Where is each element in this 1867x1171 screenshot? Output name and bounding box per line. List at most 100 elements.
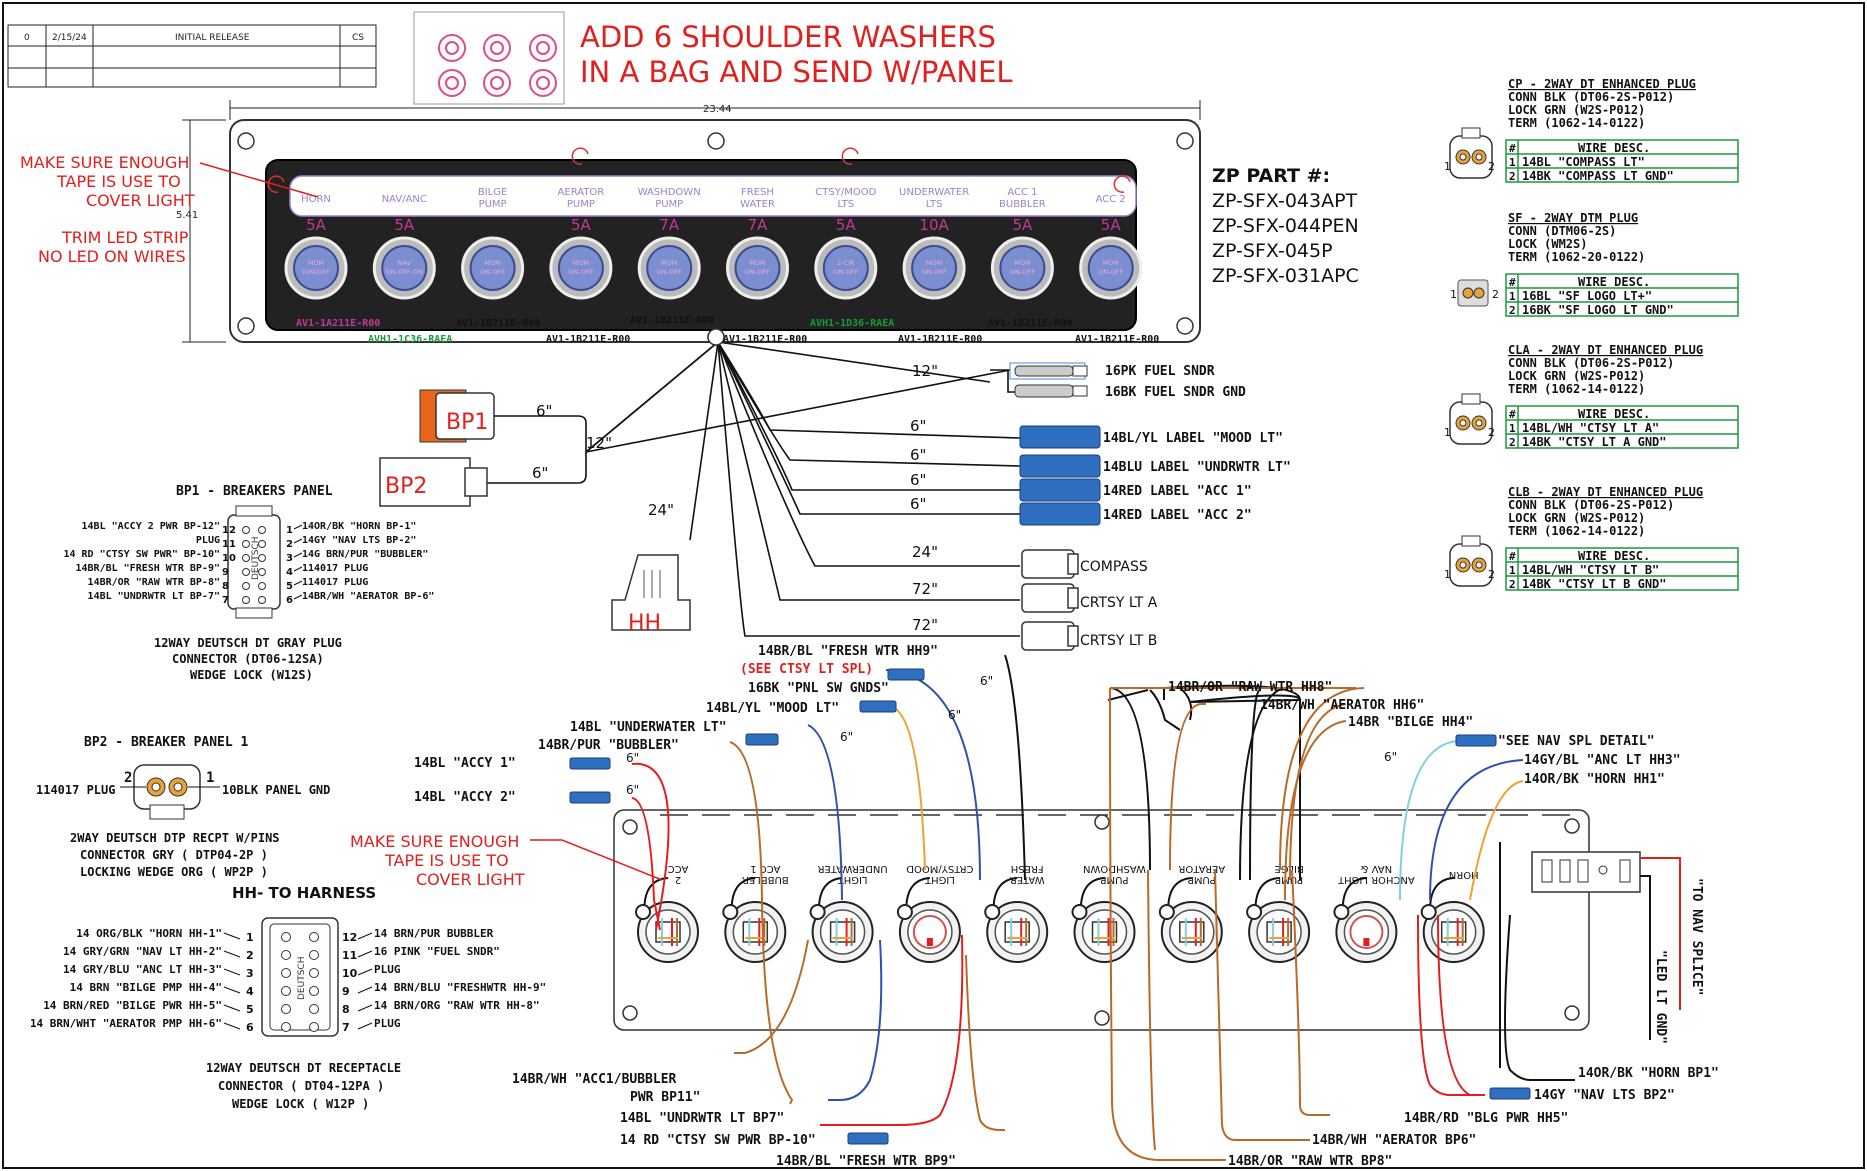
len-mood: 6": [910, 417, 926, 435]
rear-switch-label: NAV &: [1360, 863, 1392, 874]
revision-block: 0 2/15/24 INITIAL RELEASE CS: [7, 24, 377, 88]
hh-pin-number: 9: [342, 985, 350, 998]
switch-label: CTSY/MOOD: [815, 187, 876, 198]
bp2-desc-line2: CONNECTOR GRY ( DTP04-2P ): [80, 848, 268, 862]
plug-icon: [1449, 535, 1493, 587]
bp2-desc-line3: LOCKING WEDGE ORG ( WP2P ): [80, 865, 268, 879]
bp1-desc-line1: 12WAY DEUTSCH DT GRAY PLUG: [154, 636, 342, 650]
rb-fresh: 14BR/BL "FRESH WTR BP9": [776, 1154, 956, 1169]
switch-button[interactable]: [469, 245, 516, 291]
len-bp-trunk: 12": [586, 434, 612, 452]
note-trim-line1: TRIM LED STRIP: [61, 228, 189, 247]
switch-cap: MOM: [308, 259, 324, 267]
hh-connector-label: HH: [628, 611, 661, 636]
bp1-pin: [242, 568, 250, 576]
plug-icon: [1449, 127, 1493, 179]
switch-button[interactable]: [734, 245, 781, 291]
switch-cap: MOM: [573, 259, 589, 267]
bp1-pin: [258, 540, 266, 548]
hh-pin-number: 2: [246, 949, 254, 962]
out-fuel-gnd: 16BK FUEL SNDR GND: [1105, 385, 1246, 400]
plug-row-wire: 14BL/WH "CTSY LT B": [1522, 563, 1659, 577]
plug-hash: #: [1509, 408, 1516, 421]
switch-label: FRESH: [741, 187, 774, 198]
hh-desc-line2: CONNECTOR ( DT04-12PA ): [218, 1079, 384, 1093]
rev-description: INITIAL RELEASE: [175, 33, 250, 43]
plug-row-wire: 14BK "CTSY LT B GND": [1522, 577, 1667, 591]
rear-switch-label: ACC: [668, 863, 689, 874]
plug-row-pin: 2: [1509, 170, 1516, 183]
bp1-right-wire: 114017 PLUG: [302, 577, 368, 588]
hh-pin: [281, 1004, 291, 1014]
rb-aerator: 14BR/WH "AERATOR BP6": [1312, 1133, 1476, 1148]
len-bp2: 6": [532, 464, 548, 482]
switch-cap: MOM: [661, 259, 677, 267]
plug-row-wire: 14BK "COMPASS LT GND": [1522, 169, 1674, 183]
rb-raw: 14BR/OR "RAW WTR BP8": [1228, 1154, 1392, 1169]
switch-button[interactable]: [822, 245, 869, 291]
bp2-connector-label: BP2: [385, 474, 427, 499]
switch-amps: 10A: [919, 216, 949, 234]
dim-width: 23.44: [703, 104, 732, 115]
bp1-pin: [242, 596, 250, 604]
rb-ctsy: 14 RD "CTSY SW PWR BP-10": [620, 1133, 816, 1148]
plug-row-wire: 16BL "SF LOGO LT+": [1522, 289, 1652, 303]
switch-cap: 2-CIR: [837, 259, 855, 267]
rear-switch-label: 2: [675, 874, 681, 885]
switch-amps: 5A: [1012, 216, 1033, 234]
bp2-pin-r: 1: [206, 770, 214, 786]
hh-pin-number: 1: [246, 931, 254, 944]
switch-button[interactable]: [999, 245, 1046, 291]
plug-pin-number: 2: [1488, 160, 1495, 173]
rear-switch-label: ACC 1: [750, 863, 780, 874]
hh-desc-line1: 12WAY DEUTSCH DT RECEPTACLE: [206, 1061, 401, 1075]
plug-title: CLB - 2WAY DT ENHANCED PLUG: [1508, 485, 1703, 499]
hh-pin: [309, 950, 319, 960]
switch-label: LTS: [926, 199, 943, 210]
switch-label: BUBBLER: [999, 199, 1046, 210]
len-acc2: 6": [910, 495, 926, 513]
plug-title: SF - 2WAY DTM PLUG: [1508, 211, 1638, 225]
plug-pin-number: 2: [1488, 426, 1495, 439]
plug-row-pin: 2: [1509, 578, 1516, 591]
switch-part: AV1-1B211E-R00: [546, 334, 630, 345]
out-fuel-sndr: 16PK FUEL SNDR: [1105, 364, 1215, 379]
plug-pin-number: 2: [1488, 568, 1495, 581]
switch-part: AVH1-1C36-RAEA: [368, 334, 452, 345]
switch-button[interactable]: [557, 245, 604, 291]
switch-button[interactable]: [911, 245, 958, 291]
switch-button[interactable]: [293, 245, 339, 291]
bp1-pin: [258, 582, 266, 590]
hh-desc-line3: WEDGE LOCK ( W12P ): [232, 1097, 369, 1111]
switch-button[interactable]: [646, 245, 693, 291]
rear-switch-label: BUBBLER: [742, 874, 789, 885]
switch-label: NAV/ANC: [382, 194, 427, 205]
plug-header: WIRE DESC.: [1578, 549, 1650, 563]
switch-button[interactable]: [381, 245, 428, 291]
zp-part-2: ZP-SFX-044PEN: [1212, 215, 1359, 237]
hh-right-wire: 16 PINK "FUEL SNDR": [374, 945, 500, 958]
plug-term: TERM (1062-20-0122): [1508, 250, 1645, 264]
bp1-pin: [258, 554, 266, 562]
plug-pin-number: 1: [1444, 426, 1451, 439]
switch-amps: 5A: [571, 216, 592, 234]
switch-cap: ON-OFF: [1010, 268, 1035, 276]
switch-button[interactable]: [1087, 245, 1134, 291]
switch-cap: ON-OFF: [922, 268, 947, 276]
hh-pin-number: 11: [342, 949, 357, 962]
plug-hash: #: [1509, 276, 1516, 289]
plug-lock: LOCK GRN (W2S-P012): [1508, 511, 1645, 525]
